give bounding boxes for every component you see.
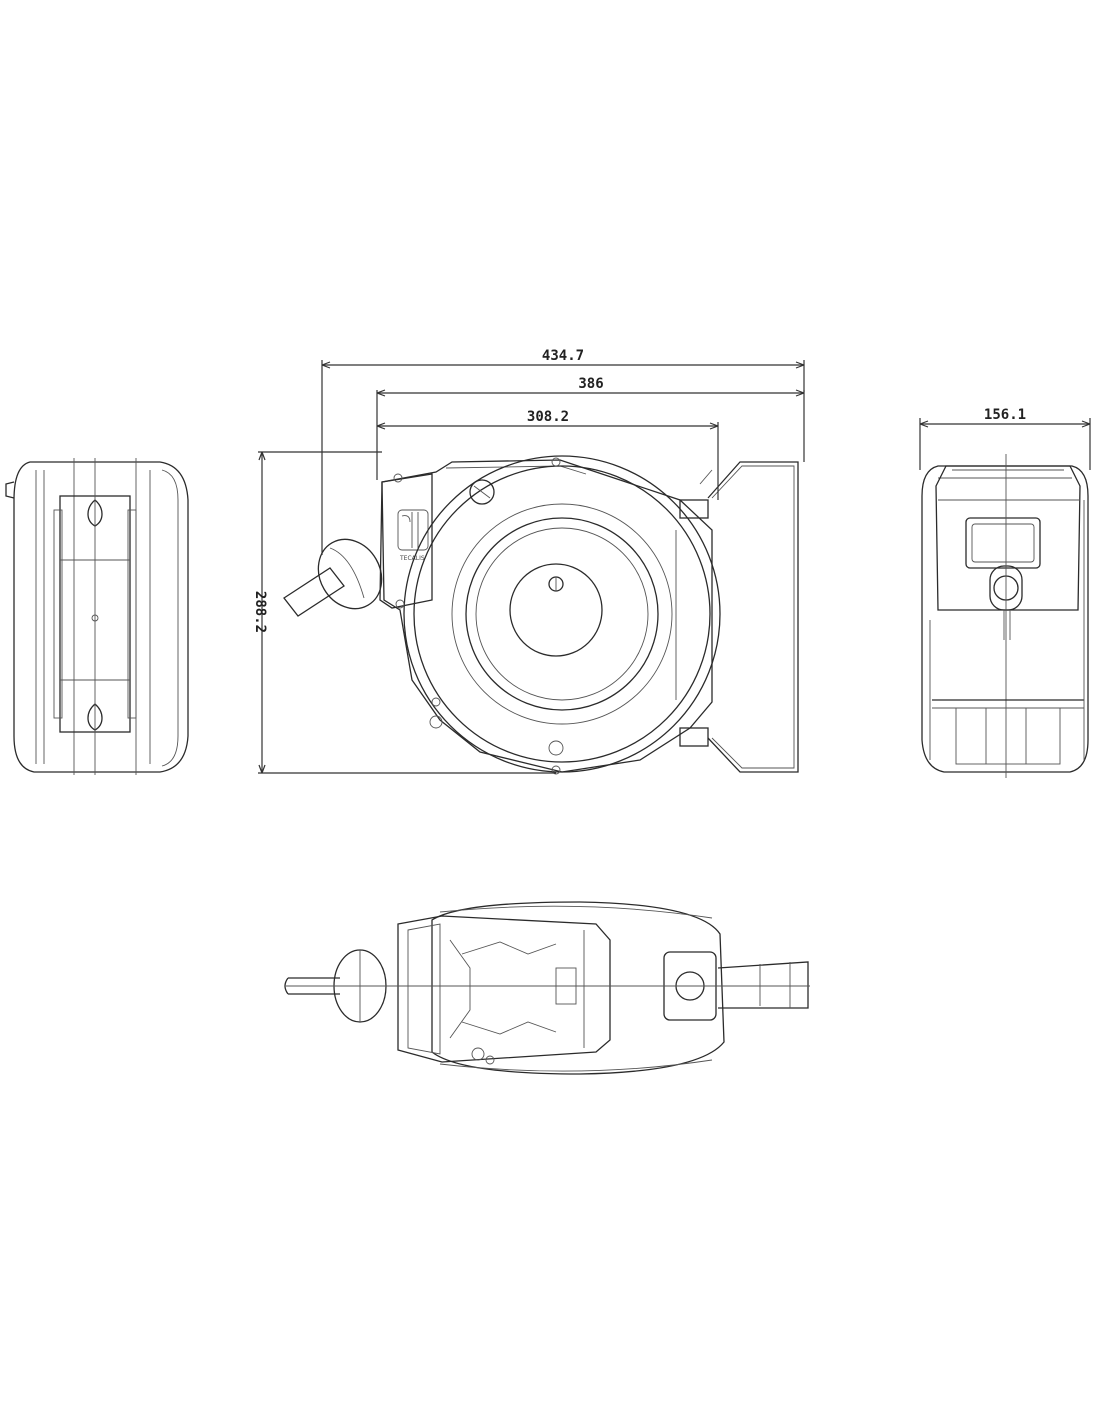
dimension-lines	[258, 360, 1091, 774]
dim-overall-width: 434.7	[542, 348, 584, 364]
dim-drum-width: 308.2	[527, 409, 569, 425]
dim-depth: 156.1	[984, 407, 1026, 423]
dim-body-width: 386	[578, 376, 603, 392]
right-side-view	[921, 454, 1089, 778]
left-side-view	[5, 458, 189, 775]
logo-label: TECALIS	[399, 555, 425, 562]
front-view: TECALIS	[283, 455, 799, 775]
bottom-view	[284, 901, 810, 1075]
dim-height: 288.2	[252, 591, 268, 633]
